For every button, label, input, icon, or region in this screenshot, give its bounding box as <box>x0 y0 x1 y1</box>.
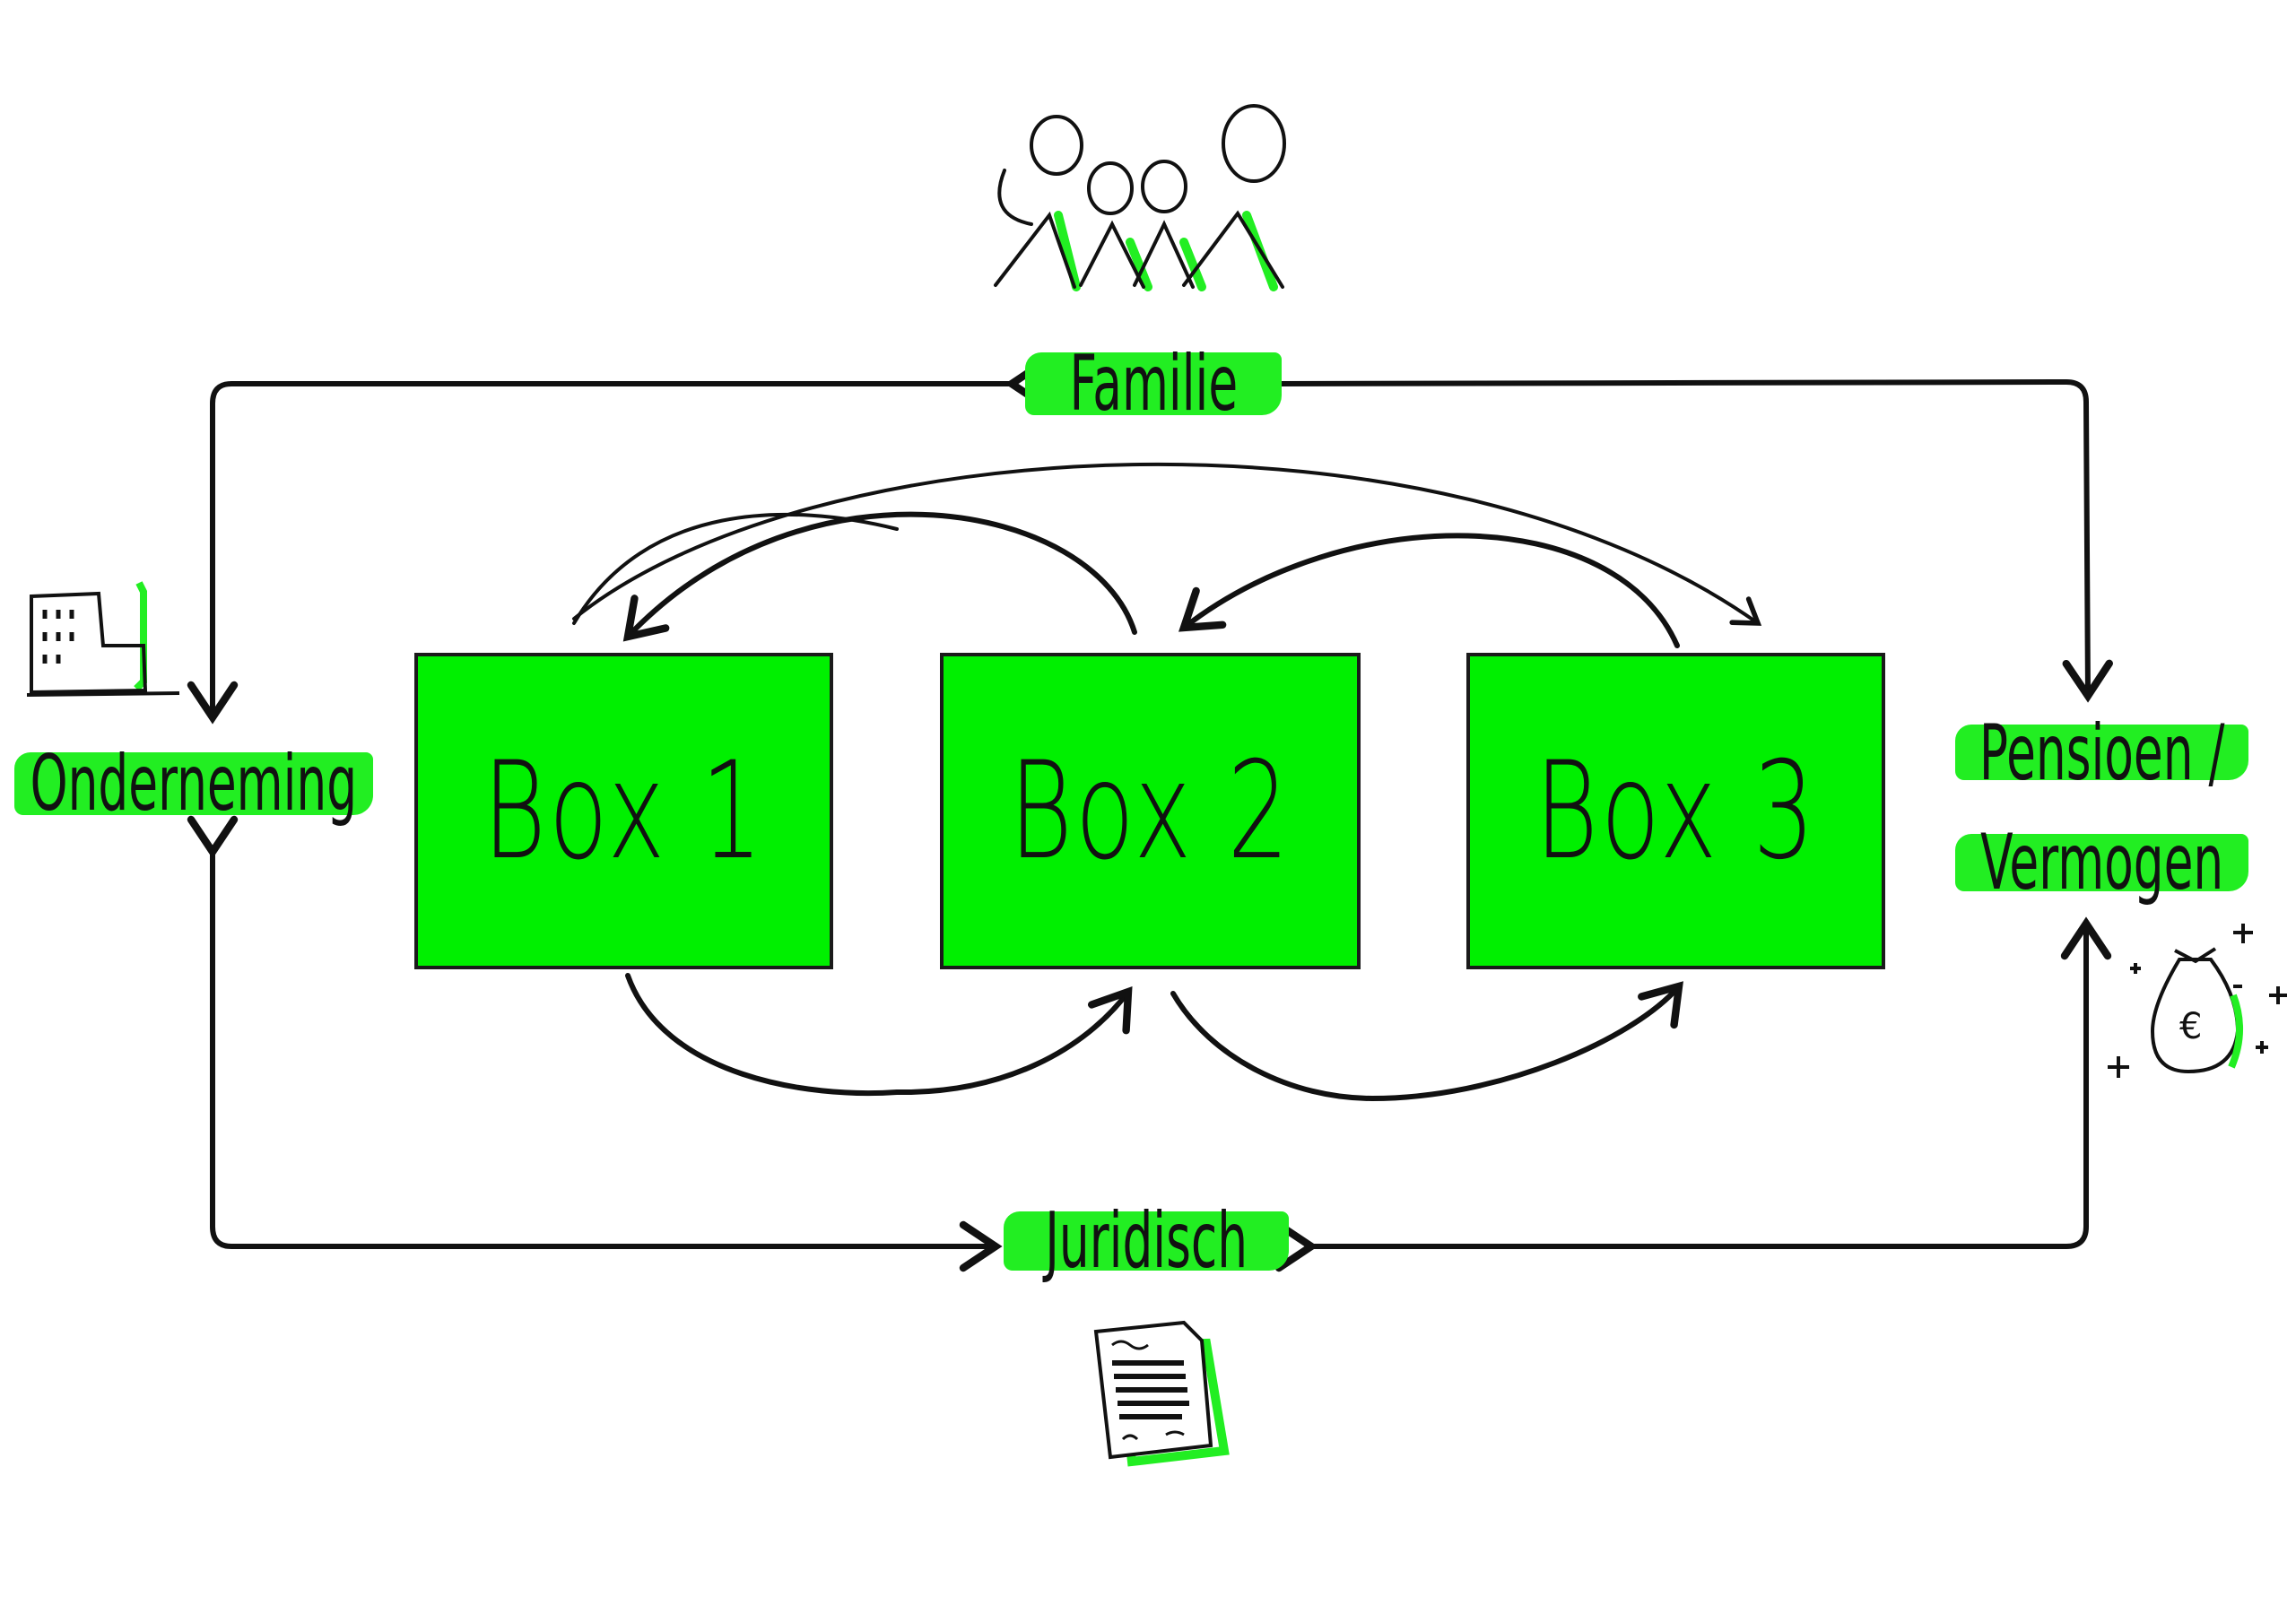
familie-label: Familie <box>1069 339 1238 429</box>
box-1: Box 1 <box>414 653 833 969</box>
box-3: Box 3 <box>1466 653 1885 969</box>
node-vermogen: Vermogen <box>1955 818 2248 907</box>
juridisch-label: Juridisch <box>1045 1196 1248 1286</box>
arc-box3-to-box2 <box>1178 533 1680 648</box>
pensioen-label: Pensioen / <box>1979 708 2225 798</box>
box-1-label: Box 1 <box>483 733 765 890</box>
document-icon <box>1093 1320 1230 1467</box>
arc-box1-to-box3 <box>572 462 1762 626</box>
onderneming-label: Onderneming <box>30 739 358 829</box>
euro-symbol: € <box>2179 1006 2202 1047</box>
node-pensioen: Pensioen / <box>1955 708 2248 798</box>
money-bag-icon: € <box>2108 924 2287 1078</box>
connector-familie-pensioen <box>1241 358 2113 703</box>
node-juridisch: Juridisch <box>1004 1196 1289 1286</box>
connector-familie-onderneming <box>187 358 1048 725</box>
box-2: Box 2 <box>940 653 1361 969</box>
node-onderneming: Onderneming <box>14 739 373 829</box>
family-icon <box>994 104 1286 291</box>
arc-box1-to-box2-thin <box>572 512 899 625</box>
vermogen-label: Vermogen <box>1979 818 2224 907</box>
arc-box1-to-box2-bottom <box>625 973 1133 1097</box>
box-3-label: Box 3 <box>1535 733 1817 890</box>
box-2-label: Box 2 <box>1009 733 1292 890</box>
arc-box2-to-box3-bottom <box>1170 981 1683 1101</box>
connector-onderneming-juridisch <box>187 815 1003 1272</box>
building-icon <box>26 581 180 697</box>
node-familie: Familie <box>1025 339 1282 429</box>
arc-box2-to-box1 <box>622 511 1137 642</box>
connector-juridisch-vermogen <box>1274 916 2112 1272</box>
